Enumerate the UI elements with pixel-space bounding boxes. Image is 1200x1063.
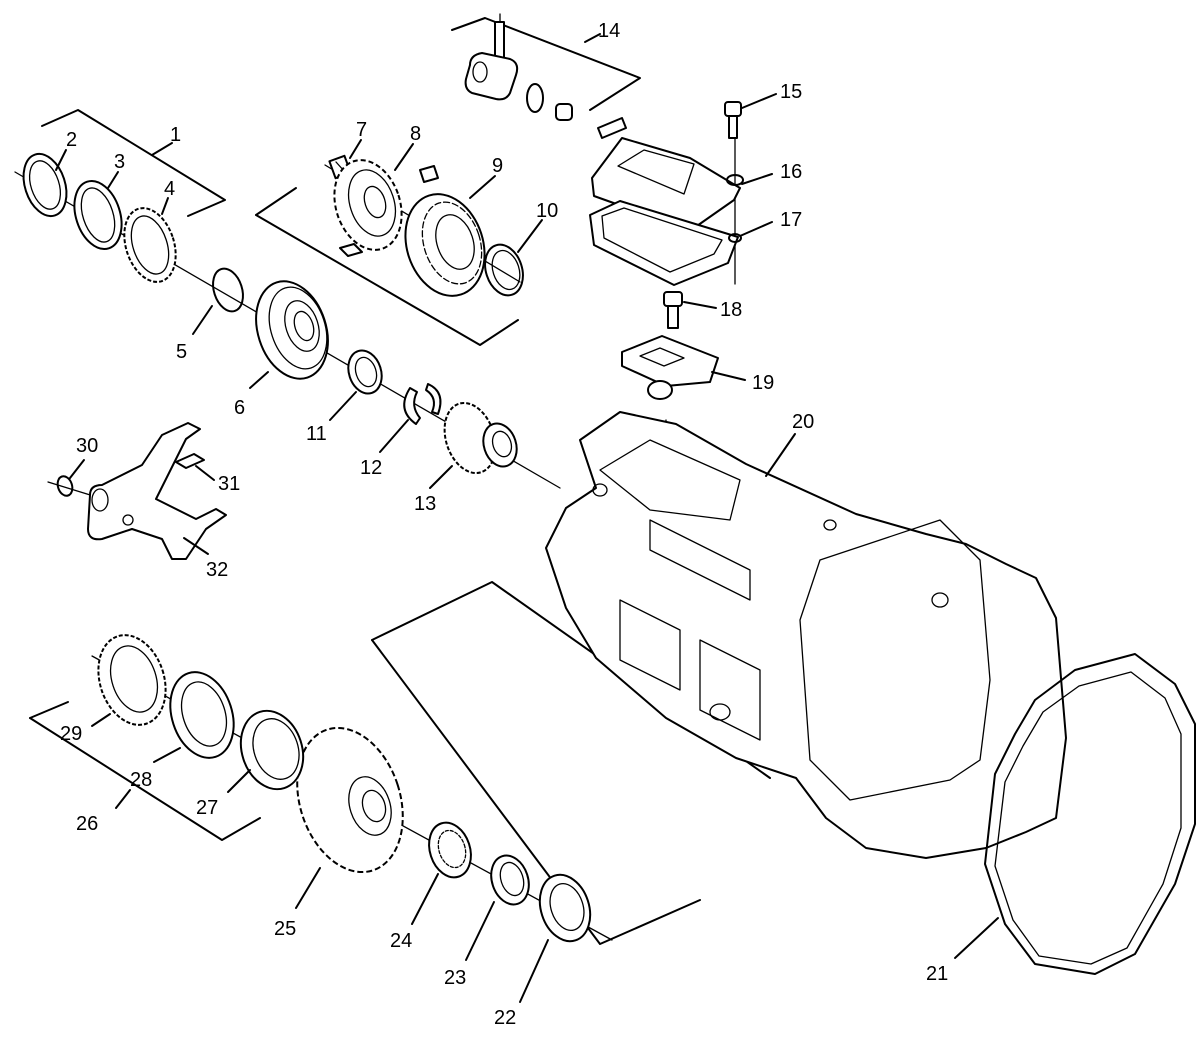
part-17-gasket-hole: [728, 233, 742, 243]
callout-27: 27: [196, 797, 218, 819]
callout-5: 5: [176, 341, 187, 363]
callout-14: 14: [598, 20, 620, 42]
part-9-synchronizer-sleeve: [404, 193, 486, 297]
part-32-shift-fork: [87, 422, 227, 560]
callout-17: 17: [780, 209, 802, 231]
part-31-fork-pad: [175, 453, 205, 469]
callout-32: 32: [206, 559, 228, 581]
callout-labels: 1 2 3 4 5 6 7 8 9 10 11 12 13 14 15 16 1…: [60, 20, 948, 1029]
part-12-split-washer: [403, 383, 442, 425]
bracket-group-14: [451, 17, 641, 111]
part-21-case-gasket: [984, 653, 1196, 975]
bracket-group-1: [41, 109, 226, 217]
callout-30: 30: [76, 435, 98, 457]
callout-15: 15: [780, 81, 802, 103]
callout-31: 31: [218, 473, 240, 495]
part-23-race: [490, 854, 530, 906]
callout-19: 19: [752, 372, 774, 394]
part-29-synchronizer-ring: [97, 634, 167, 726]
part-28-synchronizer-ring: [169, 671, 235, 759]
bracket-group-7-10: [255, 187, 519, 346]
callout-6: 6: [234, 397, 245, 419]
callout-28: 28: [130, 769, 152, 791]
callout-2: 2: [66, 129, 77, 151]
part-10-snap-ring: [484, 243, 524, 297]
part-24-needle-bearing: [428, 821, 472, 879]
part-22-seal: [538, 873, 592, 943]
callout-20: 20: [792, 411, 814, 433]
part-27-cone: [239, 709, 305, 791]
callout-16: 16: [780, 161, 802, 183]
bracket-group-26: [29, 701, 261, 841]
part-19-shift-bracket: [621, 335, 719, 400]
callout-29: 29: [60, 723, 82, 745]
part-5-snap-ring: [212, 267, 244, 313]
callout-12: 12: [360, 457, 382, 479]
callout-3: 3: [114, 151, 125, 173]
callout-9: 9: [492, 155, 503, 177]
callout-4: 4: [164, 178, 175, 200]
part-8-synchronizer-hub: [333, 159, 439, 257]
callout-11: 11: [306, 423, 327, 445]
callout-24: 24: [390, 930, 412, 952]
part-3-synchronizer-ring: [73, 180, 123, 250]
part-2-blocker-ring: [22, 152, 68, 218]
part-6-bearing: [255, 280, 329, 380]
leader-lines: [55, 93, 999, 1003]
part-15-bolt: [724, 101, 742, 139]
callout-7: 7: [356, 119, 367, 141]
callout-10: 10: [536, 200, 558, 222]
callout-18: 18: [720, 299, 742, 321]
part-20-transmission-case: [545, 411, 1067, 859]
part-30-snap-ring: [56, 475, 74, 497]
callout-23: 23: [444, 967, 466, 989]
callout-25: 25: [274, 918, 296, 940]
part-4-synchronizer-cone: [123, 207, 177, 283]
callout-26: 26: [76, 813, 98, 835]
callout-1: 1: [170, 124, 181, 146]
callout-13: 13: [414, 493, 436, 515]
callout-21: 21: [926, 963, 948, 985]
part-16-washer: [726, 174, 744, 186]
callout-8: 8: [410, 123, 421, 145]
part-11-spacer: [347, 349, 383, 395]
part-14-shift-lever-assembly: [464, 21, 741, 286]
part-13-counter-gear: [443, 401, 518, 475]
callout-22: 22: [494, 1007, 516, 1029]
part-25-gear: [296, 726, 404, 874]
part-18-bolt: [663, 291, 683, 329]
